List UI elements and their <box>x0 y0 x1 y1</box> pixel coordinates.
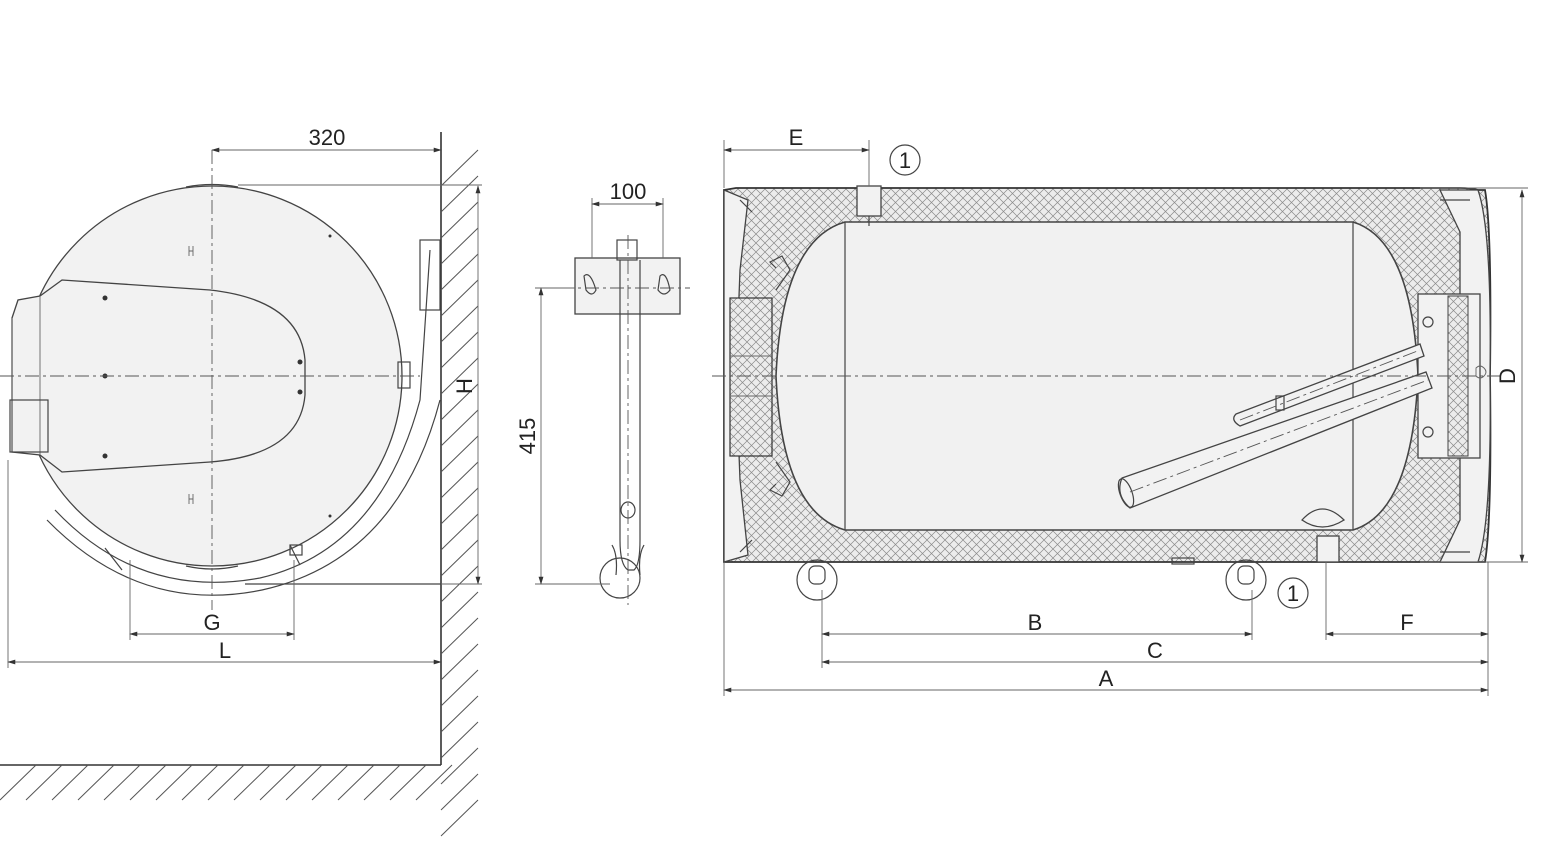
dim-f-label: F <box>1400 610 1413 635</box>
hatch-line <box>440 305 479 343</box>
hatch-line <box>440 643 479 681</box>
hatch-line <box>440 461 479 499</box>
hatch-line <box>415 764 453 801</box>
hatch-line <box>440 773 479 811</box>
hatch-line <box>129 764 167 801</box>
bracket-plate <box>574 257 681 315</box>
callout-bottom-label: 1 <box>1287 581 1299 606</box>
heater-side-view <box>0 150 441 610</box>
dim-a-label: A <box>1099 666 1114 691</box>
hatch-line <box>259 764 297 801</box>
hatch-line <box>77 764 115 801</box>
dim-320-label: 320 <box>309 125 346 150</box>
hatch-line <box>440 799 479 837</box>
anode-cap <box>1301 508 1346 528</box>
hatch-line <box>207 764 245 801</box>
hatch-line <box>440 591 479 629</box>
side-dimensions: 320 H G L <box>7 125 482 668</box>
wall-side <box>0 132 479 837</box>
hatch-line <box>25 764 63 801</box>
hatch-line <box>440 487 479 525</box>
hatch-line <box>155 764 193 801</box>
hatch-line <box>363 764 401 801</box>
hatch-line <box>233 764 271 801</box>
hatch-line <box>440 279 479 317</box>
hatch-line <box>440 513 479 551</box>
hatch-line <box>440 747 479 785</box>
hatch-line <box>51 764 89 801</box>
hatch-line <box>440 617 479 655</box>
dim-g-label: G <box>203 610 220 635</box>
dim-100-label: 100 <box>610 179 647 204</box>
hatch-line <box>440 669 479 707</box>
dim-l-label: L <box>219 638 231 663</box>
hatch-line <box>440 383 479 421</box>
callout-bottom: 1 <box>1277 577 1309 609</box>
front-dimensions: E D B F C A <box>723 125 1528 696</box>
dim-415-label: 415 <box>515 418 540 455</box>
hatch-line <box>440 435 479 473</box>
dim-d-label: D <box>1495 368 1520 384</box>
top-nozzle <box>856 185 882 217</box>
hatch-line <box>389 764 427 801</box>
hatch-line <box>440 539 479 577</box>
hatch-line <box>440 357 479 395</box>
hatch-line <box>311 764 349 801</box>
hatch-line <box>0 764 37 801</box>
hatch-line <box>103 764 141 801</box>
hatch-line <box>440 721 479 759</box>
heater-front-section <box>712 185 1500 601</box>
hatch-line <box>440 175 479 213</box>
dim-e-label: E <box>789 125 804 150</box>
wall-hatching <box>440 149 479 837</box>
hatch-line <box>440 331 479 369</box>
dim-b-label: B <box>1028 610 1043 635</box>
dim-h-label: H <box>452 378 477 394</box>
callout-top-label: 1 <box>899 148 911 173</box>
hatch-line <box>181 764 219 801</box>
hatch-line <box>337 764 375 801</box>
dim-c-label: C <box>1147 638 1163 663</box>
bracket-detail: 100 415 <box>515 179 690 605</box>
hatch-line <box>285 764 323 801</box>
bottom-nozzle <box>1316 535 1340 563</box>
hatch-line <box>440 227 479 265</box>
callout-top: 1 <box>889 144 921 176</box>
hatch-line <box>440 695 479 733</box>
floor-hatching <box>0 764 453 801</box>
hatch-line <box>440 409 479 447</box>
hatch-line <box>440 201 479 239</box>
hatch-line <box>440 253 479 291</box>
hatch-line <box>440 149 479 187</box>
